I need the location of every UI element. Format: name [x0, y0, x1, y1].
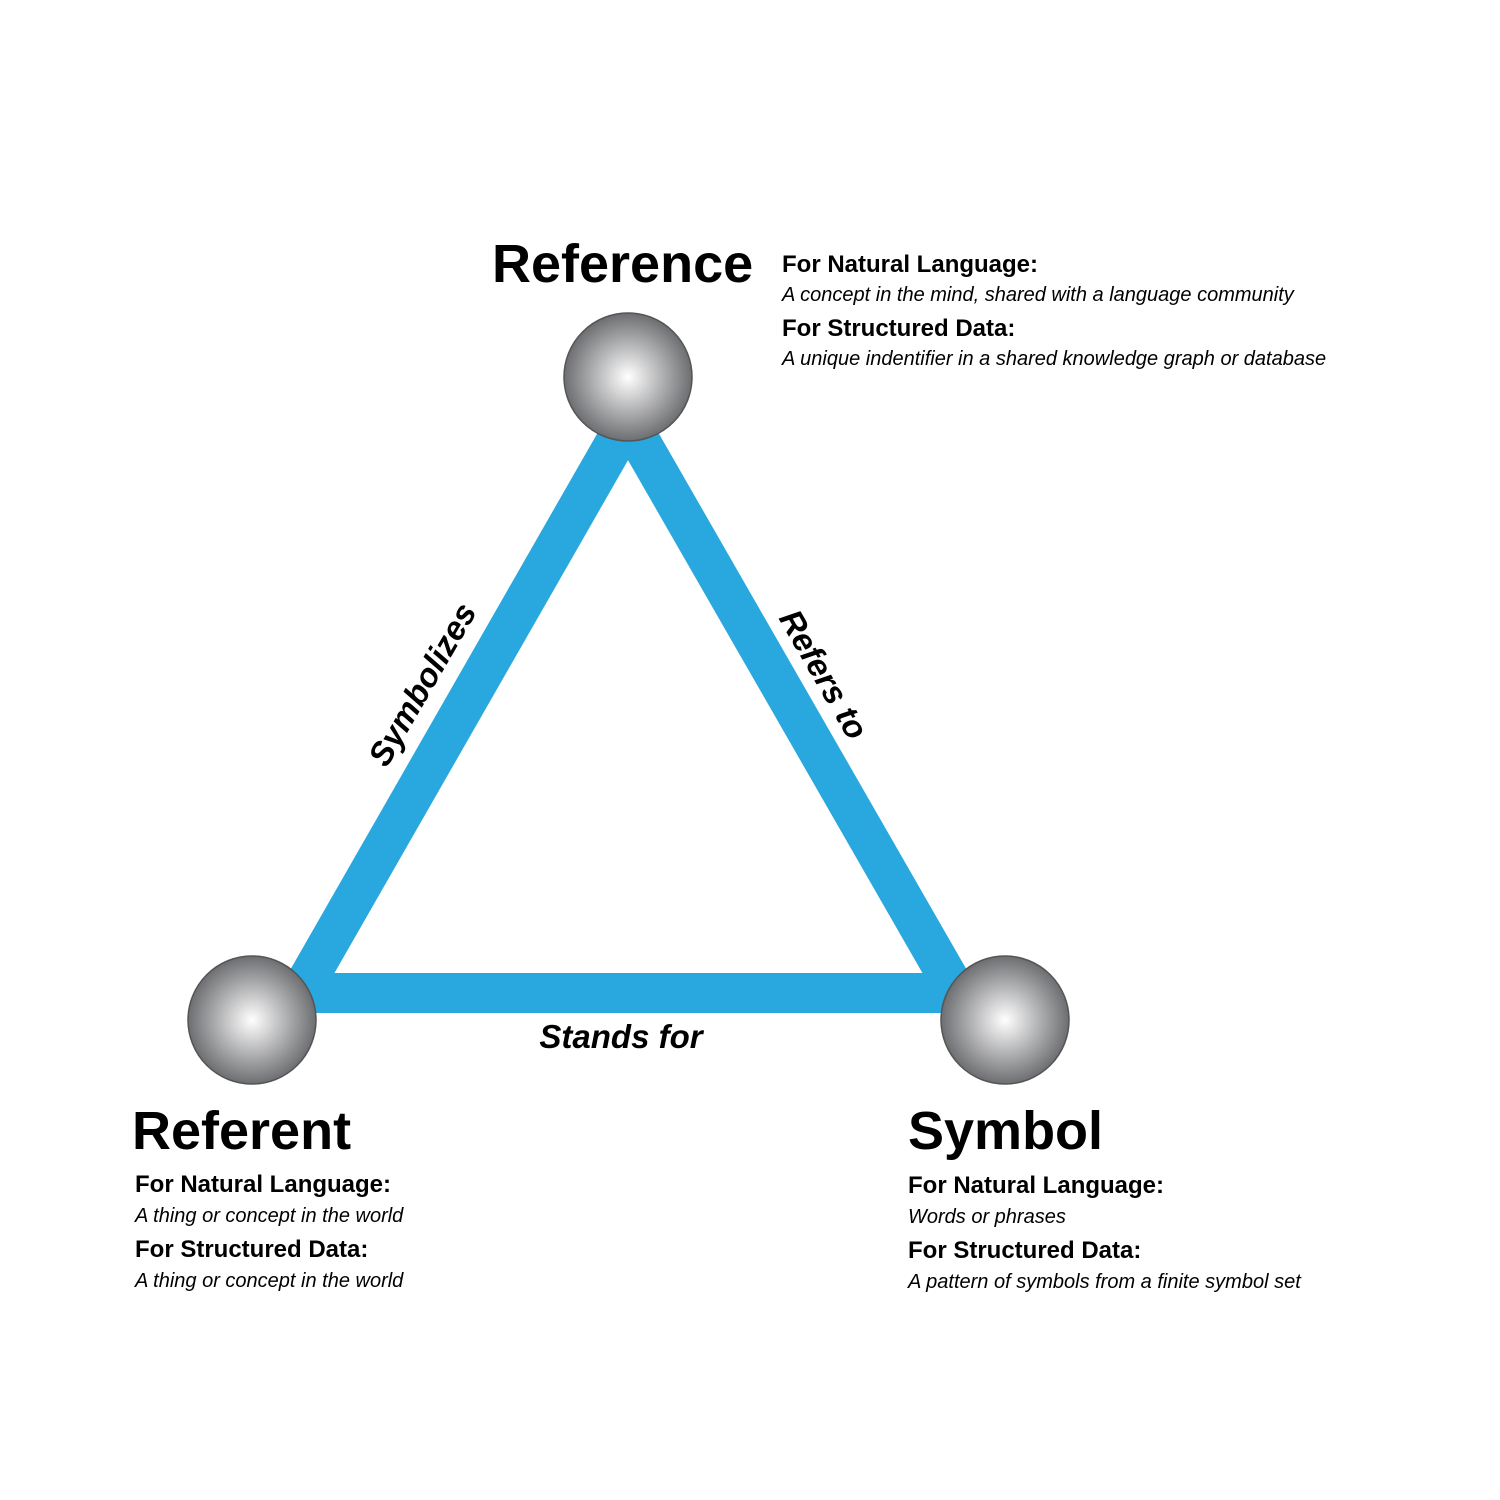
reference-node	[563, 312, 693, 442]
referent-sd-heading: For Structured Data:	[135, 1236, 368, 1263]
triangle-edges	[265, 379, 992, 1013]
reference-nl-heading: For Natural Language:	[782, 251, 1038, 278]
referent-node	[187, 955, 317, 1085]
symbol-nl-text: Words or phrases	[908, 1206, 1066, 1228]
reference-nl-text: A concept in the mind, shared with a lan…	[781, 284, 1295, 306]
symbol-nl-heading: For Natural Language:	[908, 1172, 1164, 1199]
edge-label-stands-for: Stands for	[539, 1018, 704, 1055]
referent-sd-text: A thing or concept in the world	[134, 1270, 404, 1292]
symbol-sd-text: A pattern of symbols from a finite symbo…	[907, 1271, 1302, 1293]
symbol-sd-heading: For Structured Data:	[908, 1237, 1141, 1264]
symbol-node	[940, 955, 1070, 1085]
reference-title: Reference	[492, 234, 753, 294]
referent-nl-heading: For Natural Language:	[135, 1171, 391, 1198]
referent-nl-text: A thing or concept in the world	[134, 1205, 404, 1227]
reference-sd-heading: For Structured Data:	[782, 315, 1015, 342]
referent-title: Referent	[132, 1101, 351, 1161]
reference-sd-text: A unique indentifier in a shared knowled…	[781, 348, 1326, 370]
symbol-title: Symbol	[908, 1101, 1103, 1161]
